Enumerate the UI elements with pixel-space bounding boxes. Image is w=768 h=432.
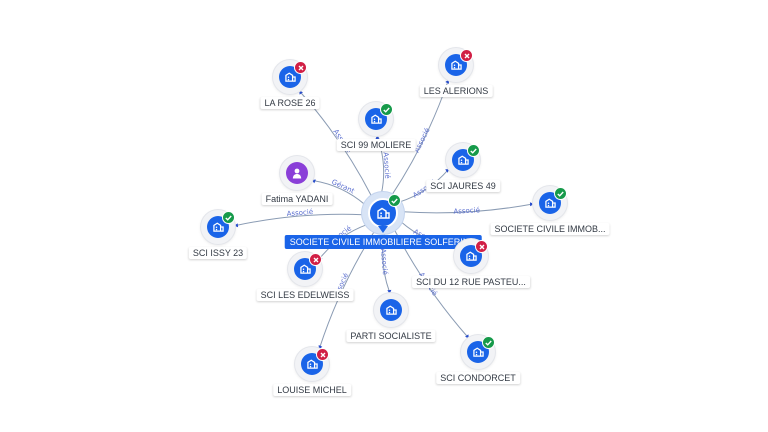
edge-arrow-parti-socialiste [387, 289, 392, 295]
node-label: SCI DU 12 RUE PASTEU... [412, 276, 530, 288]
edge-label-sci-99-moliere: Associé [382, 152, 392, 179]
inactive-status-icon [309, 253, 322, 266]
node-label: SCI 99 MOLIERE [336, 139, 416, 151]
edge-arrow-fatima-yadani [311, 179, 316, 184]
inactive-status-icon [316, 348, 329, 361]
edge-label-fatima-yadani: Gérant [330, 178, 355, 196]
node-label: LA ROSE 26 [260, 97, 320, 109]
edge-label-sci-issy-23: Associé [286, 208, 313, 218]
inactive-status-icon [294, 61, 307, 74]
node-label: LOUISE MICHEL [273, 384, 351, 396]
person-icon [286, 162, 308, 184]
node-label: SCI JAURES 49 [426, 180, 500, 192]
building-icon [380, 299, 402, 321]
edge-arrow-societe-civile-immob [529, 202, 535, 207]
active-status-icon [467, 144, 480, 157]
edge-sci-issy-23 [235, 213, 364, 226]
active-status-icon [222, 211, 235, 224]
active-status-icon [388, 194, 401, 207]
active-status-icon [482, 336, 495, 349]
inactive-status-icon [460, 49, 473, 62]
center-pointer [378, 226, 388, 233]
edge-label-les-alerions: Associé [413, 127, 432, 154]
node-label: SCI CONDORCET [436, 372, 520, 384]
node-label: PARTI SOCIALISTE [346, 330, 436, 342]
node-label: SCI LES EDELWEISS [256, 289, 354, 301]
building-icon [368, 198, 398, 228]
edge-label-parti-socialiste: Associé [379, 248, 389, 275]
node-label: Fatima YADANI [261, 193, 333, 205]
active-status-icon [554, 187, 567, 200]
inactive-status-icon [475, 240, 488, 253]
node-label: SCI ISSY 23 [188, 247, 248, 259]
node-label: SOCIETE CIVILE IMMOB... [490, 223, 610, 235]
active-status-icon [380, 103, 393, 116]
edge-arrow-sci-99-moliere [375, 134, 380, 140]
edge-label-societe-civile-immob: Associé [453, 206, 480, 216]
center-node-label: SOCIETE CIVILE IMMOBILIERE SOLFERINO [284, 235, 482, 249]
edge-fatima-yadani [313, 180, 366, 205]
node-label: LES ALERIONS [419, 85, 493, 97]
edge-societe-civile-immob [402, 203, 533, 214]
edge-arrow-sci-issy-23 [233, 223, 239, 228]
edge-arrow-la-rose-26 [299, 90, 303, 95]
edge-sci-jaures-49 [399, 169, 449, 203]
